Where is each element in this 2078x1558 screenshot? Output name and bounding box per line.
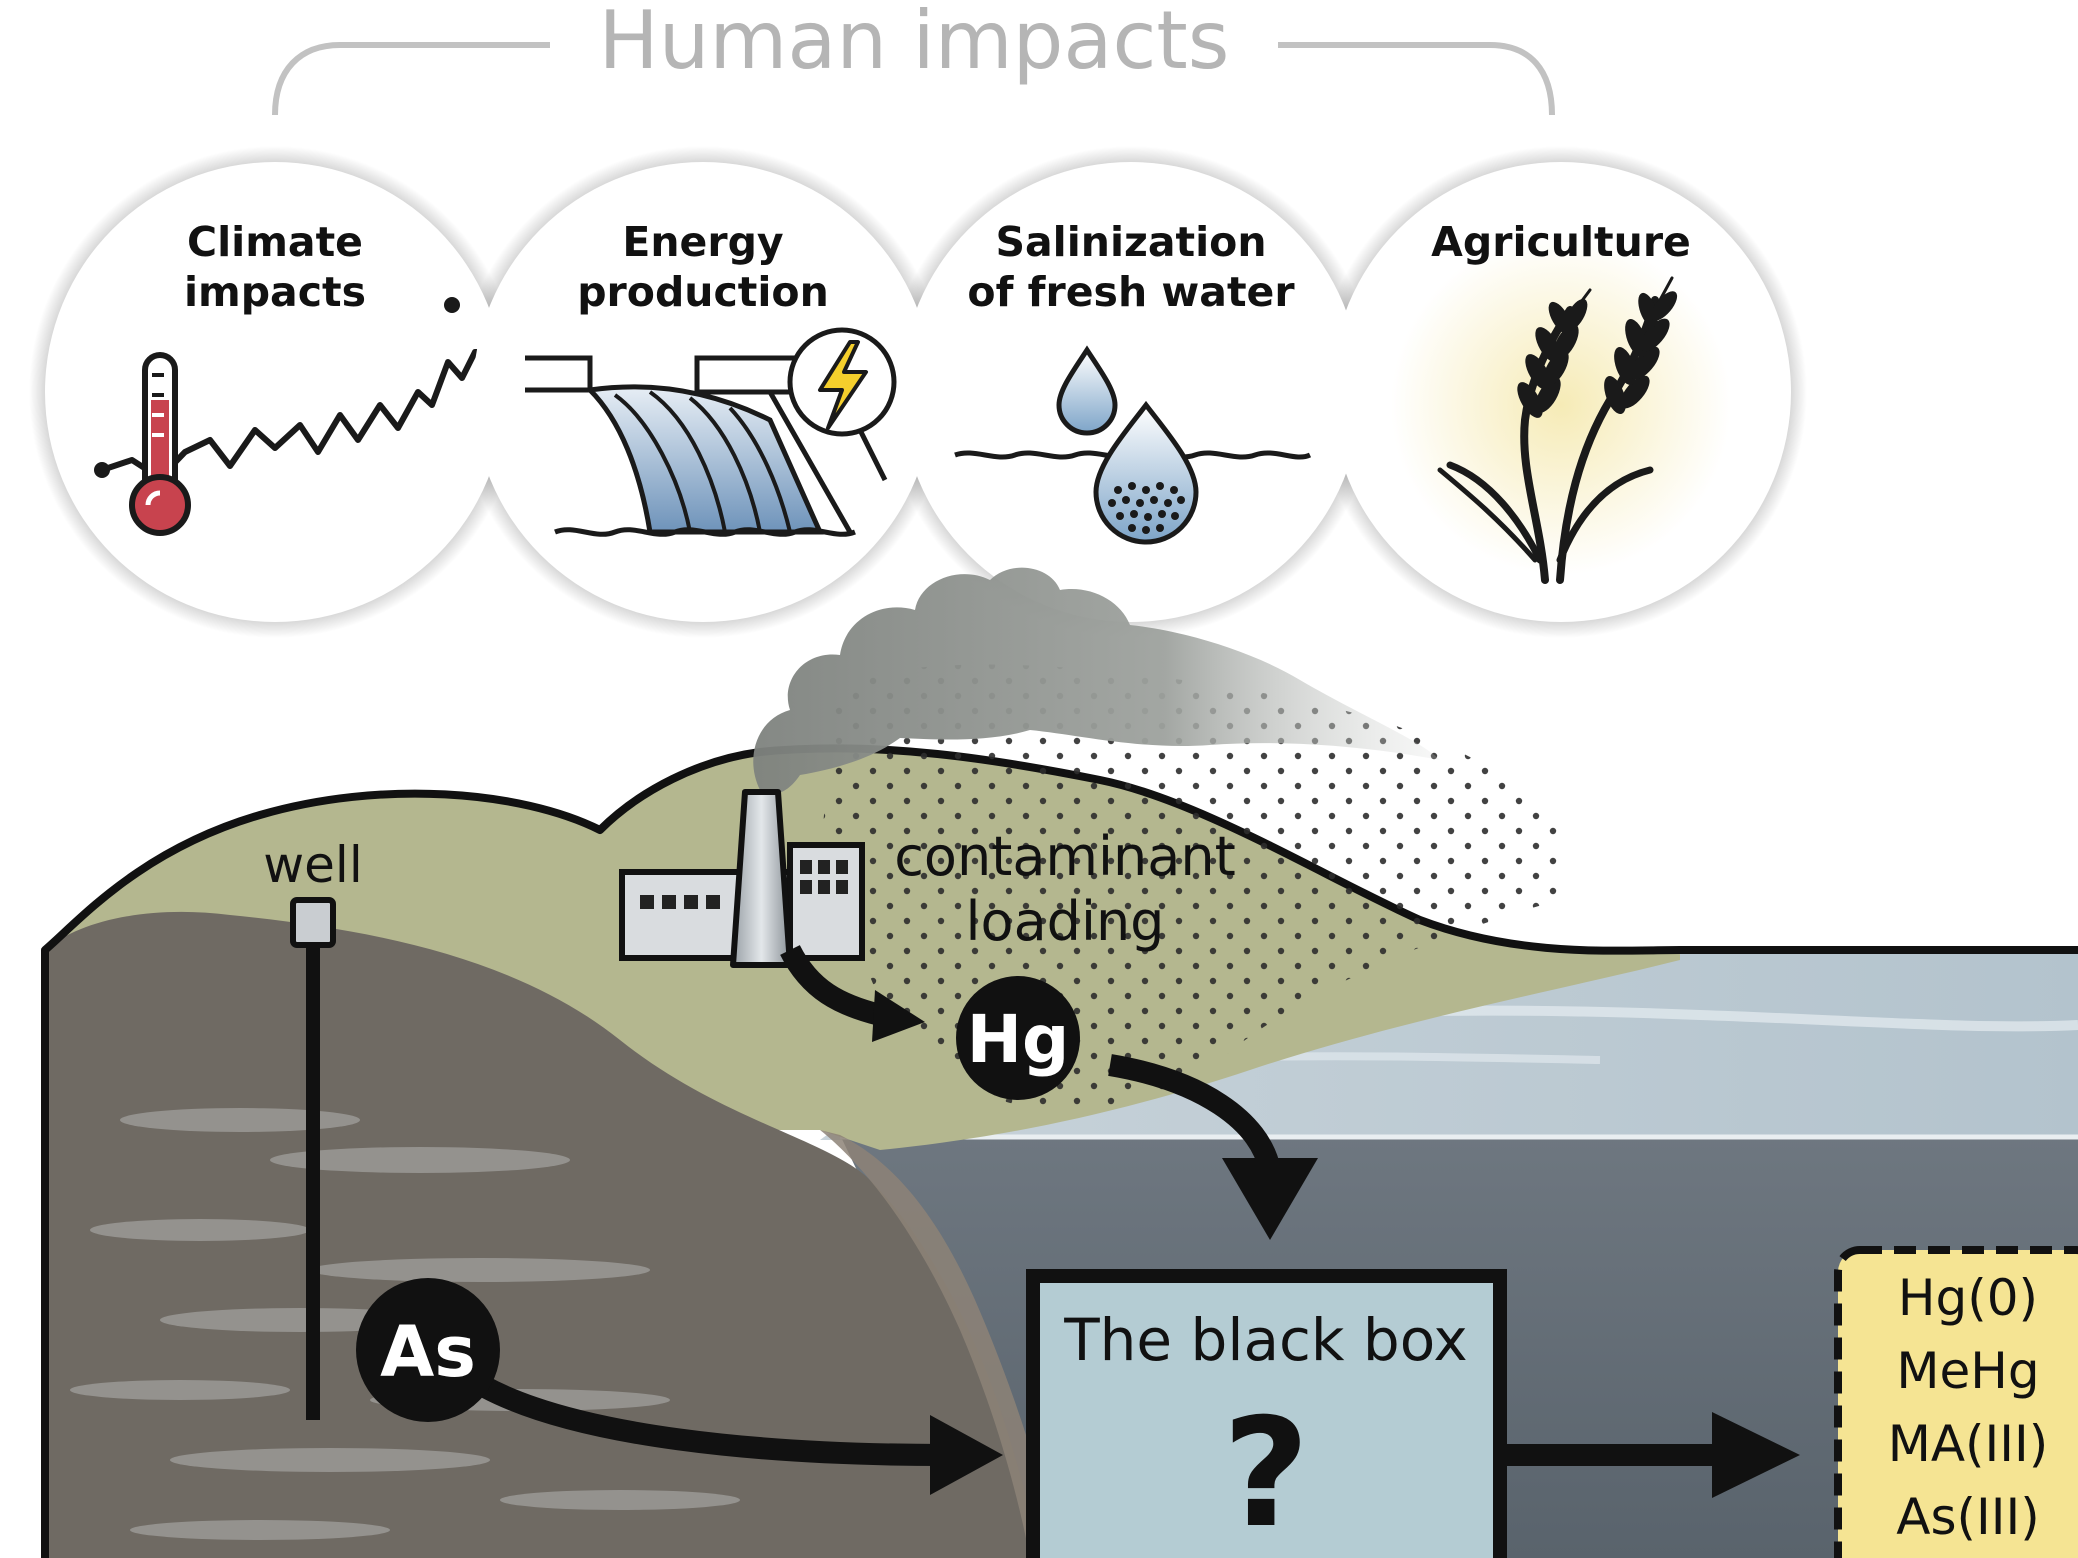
products-box: Hg(0) MeHg MA(III) As(III) [1838, 1250, 2078, 1558]
impact-label-line: impacts [184, 268, 366, 316]
contaminant-label-line: contaminant [894, 825, 1236, 888]
impact-circle-salinization: Salinization of fresh water [901, 162, 1361, 622]
as-badge: As [356, 1278, 500, 1422]
impact-label-line: Salinization [995, 218, 1266, 266]
hg-badge: Hg [956, 976, 1080, 1100]
impact-label-line: Agriculture [1431, 218, 1691, 266]
impact-circle-energy: Energy production [473, 162, 933, 622]
product-item: Hg(0) [1898, 1269, 2038, 1327]
black-box-title: The black box [1063, 1306, 1468, 1374]
impact-label-line: Climate [187, 218, 363, 266]
well-label: well [263, 836, 362, 894]
impact-circle-agriculture: Agriculture [1331, 162, 1791, 622]
impact-label-line: production [577, 268, 829, 316]
product-item: As(III) [1896, 1488, 2040, 1546]
header: Human impacts [275, 0, 1552, 115]
product-item: MeHg [1896, 1342, 2039, 1400]
black-box-question-mark: ? [1222, 1387, 1309, 1558]
black-box: The black box ? [1033, 1276, 1500, 1558]
page-title: Human impacts [599, 0, 1230, 87]
header-bracket-left [275, 45, 550, 115]
contaminant-label-line: loading [966, 890, 1165, 953]
impact-label-line: Energy [622, 218, 783, 266]
impact-circles: Climate impacts Energy [29, 146, 1807, 638]
chimney [733, 792, 790, 965]
as-label: As [380, 1311, 476, 1393]
hg-label: Hg [967, 1001, 1069, 1078]
impact-label-line: of fresh water [967, 268, 1295, 316]
product-item: MA(III) [1888, 1415, 2049, 1473]
header-bracket-right [1278, 45, 1552, 115]
